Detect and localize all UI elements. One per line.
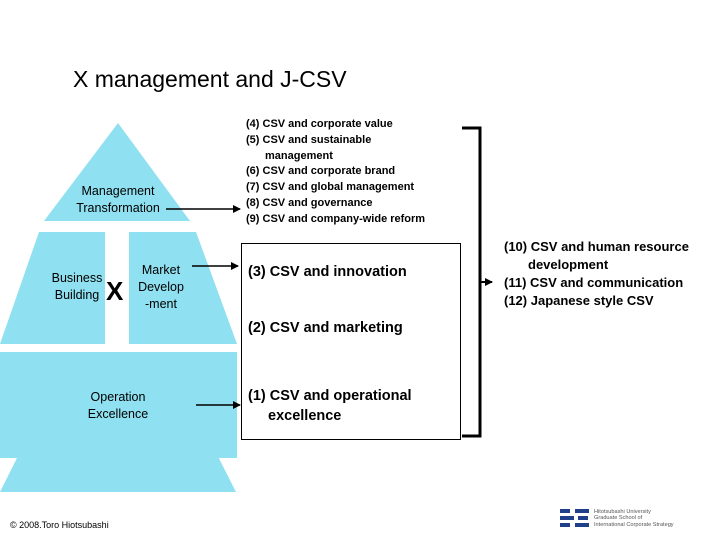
list-item: (8) CSV and governance [246, 196, 373, 209]
pyramid-lower-trapezoid [0, 352, 236, 492]
list-item: (12) Japanese style CSV [504, 293, 654, 308]
university-logo-icon [560, 509, 589, 527]
list-item: (4) CSV and corporate value [246, 118, 393, 130]
list-item: (5) CSV and sustainable [246, 133, 372, 146]
pyramid-middle-divider [105, 232, 129, 344]
pyramid-left-label: Business Building [51, 271, 103, 302]
innovation-box-text: (3) CSV and innovation [248, 264, 407, 280]
csv-stack-frame [241, 243, 461, 440]
list-item: management [265, 149, 333, 162]
copyright-text: © 2008.Toro Hiotsubashi [10, 520, 109, 530]
pyramid-bottom-label: Operation Excellence [87, 390, 149, 421]
cross-mark: X [106, 276, 124, 306]
pyramid-right-label: Market Develop -ment [138, 263, 184, 311]
list-item: (10) CSV and human resource [504, 239, 689, 254]
marketing-box-text: (2) CSV and marketing [248, 320, 403, 336]
list-item: (6) CSV and corporate brand [246, 165, 396, 178]
list-item: (9) CSV and company-wide reform [246, 212, 426, 225]
pyramid-top-label: Management Transformation [76, 184, 160, 215]
right-bracket [462, 126, 482, 438]
list-item: development [528, 257, 609, 272]
list-item: (7) CSV and global management [246, 181, 415, 194]
right-csv-list: (10) CSV and human resource development … [504, 238, 689, 310]
university-name: Hitotsubashi University Graduate School … [594, 509, 674, 528]
page-title: X management and J-CSV [73, 66, 347, 92]
pyramid-top-tier [44, 123, 190, 221]
list-item: (11) CSV and communication [504, 275, 684, 290]
top-csv-list: (4) CSV and corporate value (5) CSV and … [242, 113, 462, 230]
operational-box-text: (1) CSV and operational excellence [248, 388, 412, 424]
